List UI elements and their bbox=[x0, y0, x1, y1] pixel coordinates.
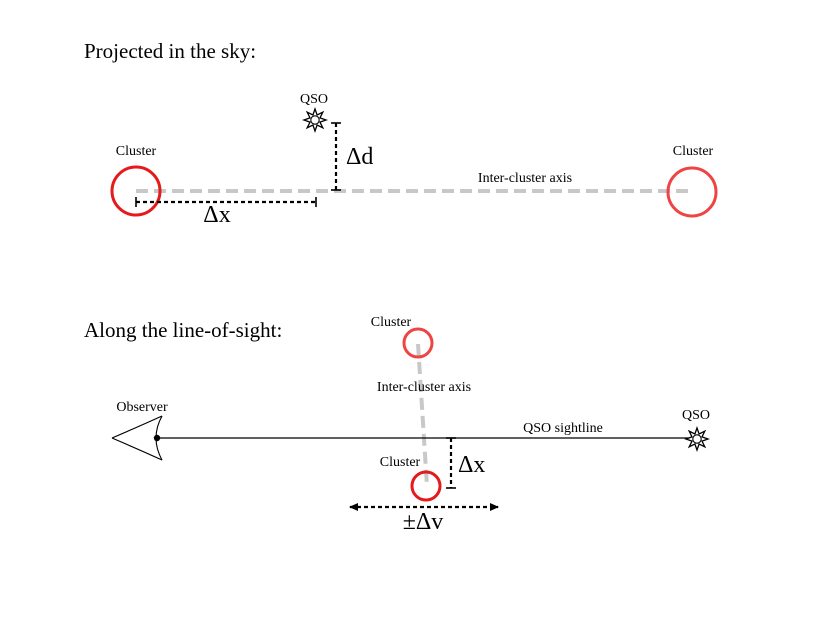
bottom-cluster-bottom bbox=[410, 470, 442, 502]
sightline-label: QSO sightline bbox=[523, 421, 603, 436]
bottom-cluster-bottom-label: Cluster bbox=[380, 455, 421, 470]
bottom-cluster-top-label: Cluster bbox=[371, 315, 412, 330]
bottom-qso-star-icon bbox=[684, 426, 710, 452]
top-delta-x-label: Δx bbox=[203, 202, 230, 228]
top-panel-title: Projected in the sky: bbox=[84, 39, 256, 63]
bottom-panel-title: Along the line-of-sight: bbox=[84, 318, 282, 342]
top-cluster-left-label: Cluster bbox=[116, 144, 157, 159]
top-axis-label: Inter-cluster axis bbox=[478, 171, 572, 186]
observer-label: Observer bbox=[116, 400, 168, 415]
bottom-delta-x-label: Δx bbox=[458, 452, 485, 478]
delta-d-label: Δd bbox=[346, 144, 373, 170]
top-cluster-left bbox=[110, 165, 162, 217]
bottom-axis-label: Inter-cluster axis bbox=[377, 380, 471, 395]
top-panel: Projected in the sky: Cluster Cluster In… bbox=[84, 39, 718, 228]
bottom-inter-cluster-axis bbox=[416, 343, 429, 487]
top-cluster-right bbox=[666, 166, 718, 218]
bottom-panel: Along the line-of-sight: Cluster Inter-c… bbox=[84, 315, 710, 535]
observer-eye-icon bbox=[111, 415, 163, 461]
delta-v-label: ±Δv bbox=[403, 509, 444, 535]
top-qso-label: QSO bbox=[300, 92, 328, 107]
top-qso-star-icon bbox=[302, 107, 328, 133]
bottom-qso-label: QSO bbox=[682, 408, 710, 423]
top-cluster-right-label: Cluster bbox=[673, 144, 714, 159]
bottom-cluster-top bbox=[402, 327, 434, 359]
